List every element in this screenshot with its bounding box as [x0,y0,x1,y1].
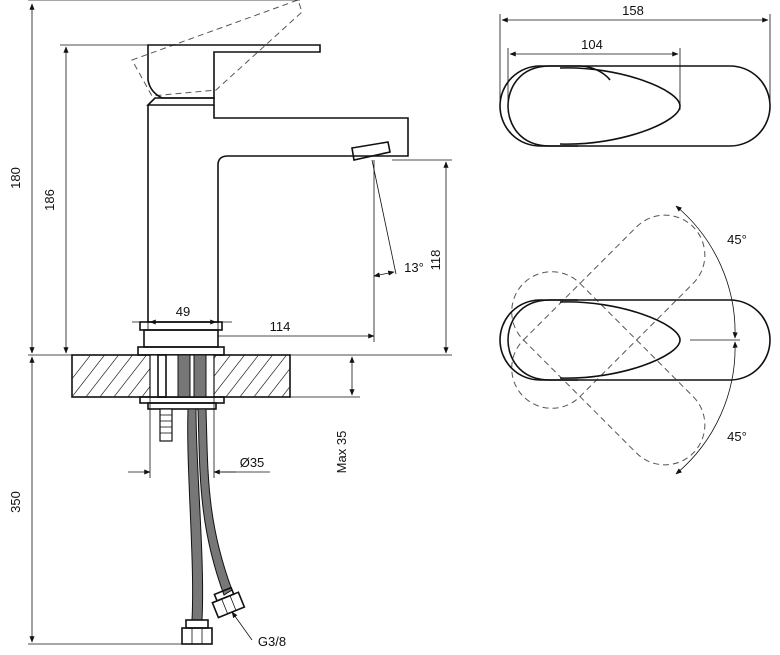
top-view-rotation: 45° 45° [499,205,771,475]
faucet-body [147,105,409,323]
lever-top [559,67,681,145]
dim-hole-diameter: Ø35 [240,455,265,470]
lever-edge [577,65,611,81]
dim-max-thickness: Max 35 [334,431,349,474]
faucet-side-view [131,0,409,356]
handle-top-outline [499,65,771,147]
rotation-arc-lower [675,341,738,475]
dim-line-aerator-angle [371,159,397,275]
dim-rotation-lower: 45° [727,429,747,444]
hose-right [197,408,233,596]
fixing-nut [147,402,217,410]
threaded-stud [159,408,173,442]
lifted-handle-outline [131,0,303,97]
dim-aerator-height: 118 [428,250,443,271]
handle-rotation-outline [499,299,771,381]
lever-rotation [559,301,681,379]
dim-hose-length: 350 [8,491,23,513]
dim-total-height: 180 [8,167,23,189]
leader-connection [231,611,253,641]
rotation-arc-upper [675,205,738,339]
dim-handle-total: 158 [622,3,644,18]
base-flange [139,321,223,331]
base-plate [137,346,225,356]
dim-base-width: 49 [176,304,190,319]
hose-nut-left [181,627,213,645]
handle-top-inner [507,65,578,147]
aerator [351,141,391,161]
dim-handle-inner: 104 [581,37,603,52]
hose-sleeve-right [193,354,207,398]
hose-sleeve-left [177,354,191,398]
base-ring [143,329,219,348]
side-dimensions: 180 186 49 114 118 13° Ø35 Max [8,0,452,649]
underside-assembly [139,354,246,645]
fixing-washer [139,396,225,404]
dim-spout-reach: 114 [270,319,291,334]
hose-ferrule-left [185,619,209,629]
dim-aerator-angle: 13° [404,260,424,275]
top-view-handle: 158 104 [499,3,771,147]
handle-rotation-inner [507,299,578,381]
hose-nut-right [211,586,246,619]
handle-lever [147,44,321,99]
cartridge-neck [146,97,215,106]
dim-connection: G3/8 [258,634,286,649]
dim-spout-height: 186 [42,189,57,211]
dim-rotation-upper: 45° [727,232,747,247]
